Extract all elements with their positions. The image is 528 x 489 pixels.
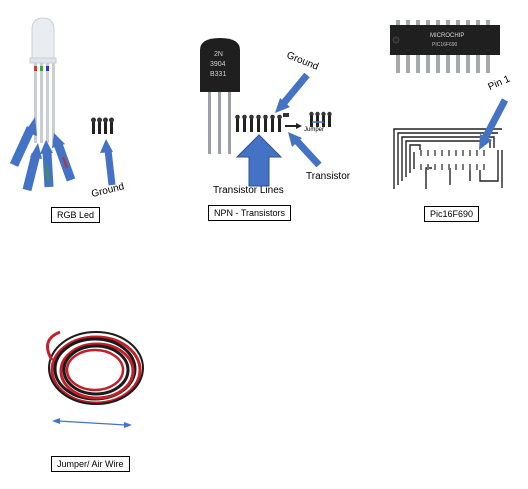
header-pins-rgb bbox=[91, 118, 114, 135]
jumper-pins bbox=[309, 112, 331, 127]
transistor-marking-2: 3904 bbox=[210, 61, 226, 68]
caption-rgb-led: RGB Led bbox=[51, 207, 100, 223]
transistor-photo: 2N 3904 B331 bbox=[200, 38, 240, 154]
chip-part-text: PIC16F690 bbox=[432, 42, 458, 48]
caption-pic16f690: Pic16F690 bbox=[424, 206, 479, 222]
transistor-marking-1: 2N bbox=[214, 51, 223, 58]
length-arrow bbox=[52, 418, 132, 428]
wire-coil-photo bbox=[48, 332, 144, 404]
transistor-lines-arrow bbox=[237, 135, 281, 186]
chip-brand-text: MICROCHIP bbox=[430, 33, 464, 39]
caption-npn-transistors: NPN - Transistors bbox=[208, 205, 291, 221]
transistor-arrow bbox=[288, 132, 319, 165]
caption-jumper-air-wire: Jumper/ Air Wire bbox=[51, 456, 130, 472]
transistor-label: Transistor bbox=[306, 171, 350, 182]
jumper-small-label: Jumper bbox=[304, 127, 324, 133]
transistor-marking-3: B331 bbox=[210, 71, 226, 78]
ground-arrow-rgb bbox=[100, 139, 113, 185]
transistor-pin-lines bbox=[235, 113, 302, 132]
ground-arrow-npn bbox=[275, 75, 307, 113]
pic-chip-photo: MICROCHIP PIC16F690 bbox=[390, 20, 500, 73]
transistor-lines-label: Transistor Lines bbox=[213, 185, 284, 196]
